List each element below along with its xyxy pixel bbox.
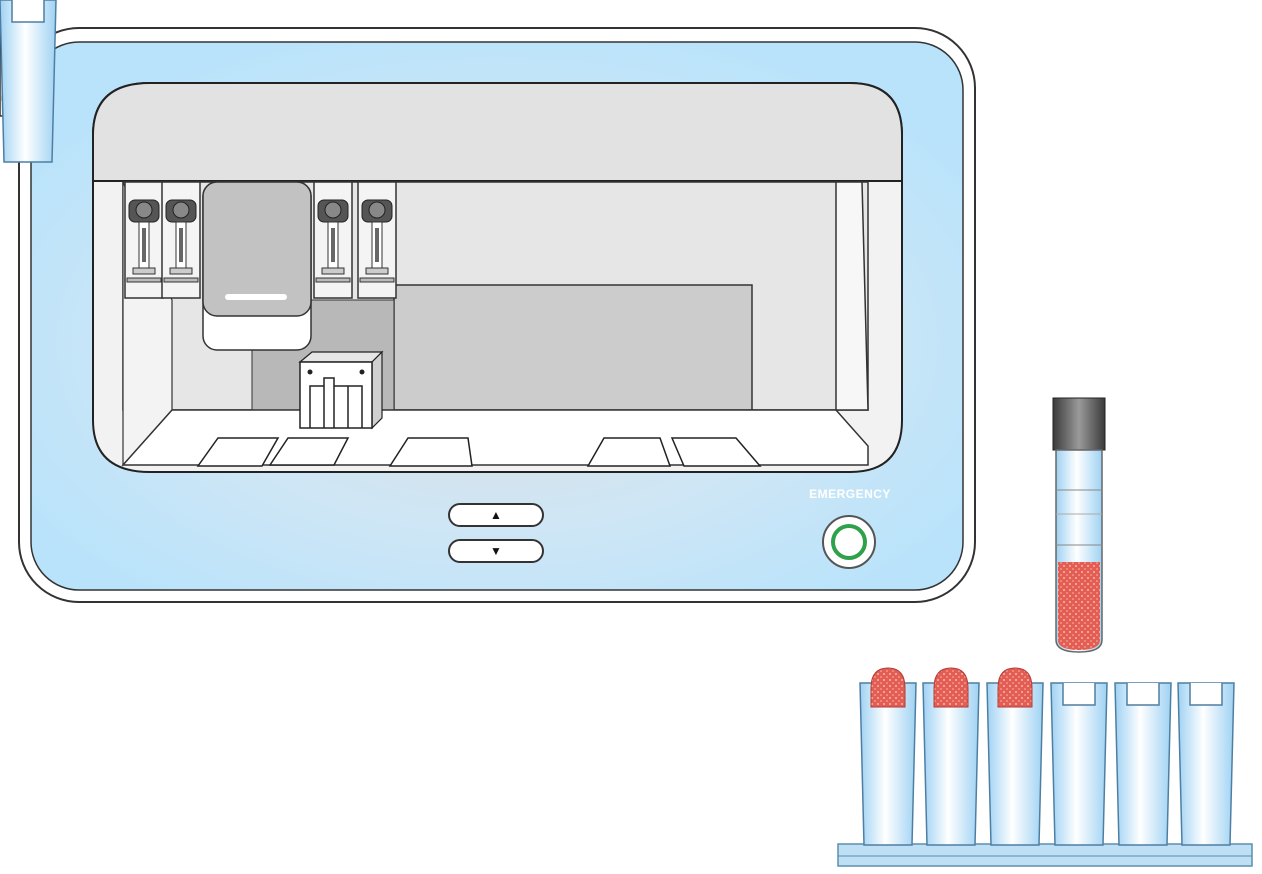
emergency-label: EMERGENCY [809,487,891,501]
move-up-button[interactable]: ▲ [448,503,544,527]
emergency-ring-icon [831,524,867,560]
cartridge-holder [298,350,384,430]
triangle-down-icon: ▼ [490,544,502,558]
emergency-button[interactable] [822,515,876,569]
triangle-up-icon: ▲ [490,508,502,522]
sample-tube [1052,397,1106,653]
move-down-button[interactable]: ▼ [448,539,544,563]
dispenser-head [202,181,312,351]
